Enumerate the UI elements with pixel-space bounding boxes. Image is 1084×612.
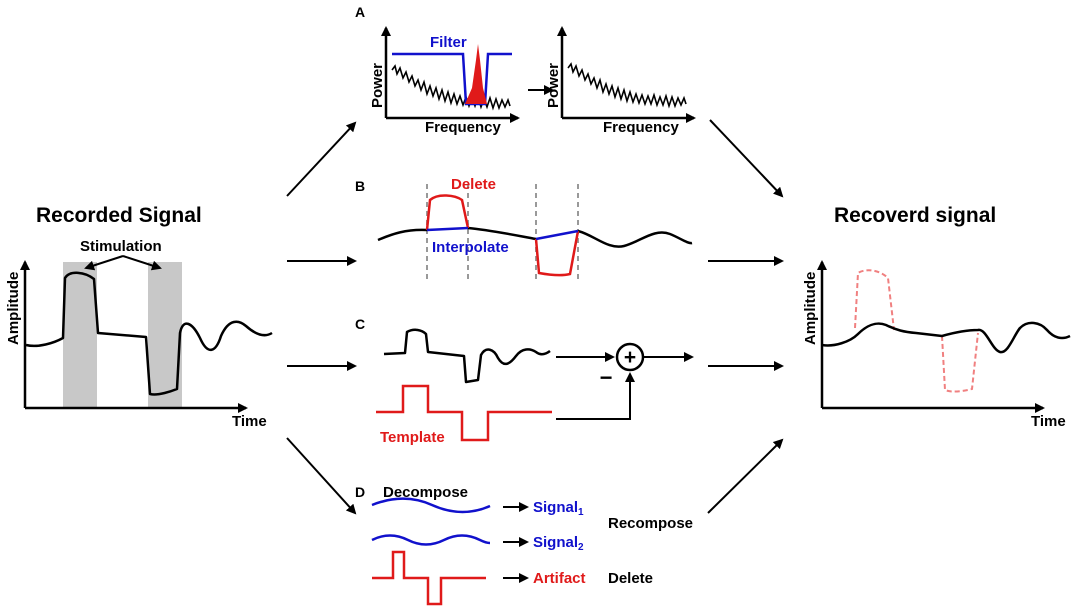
stimulation-arrow-2 xyxy=(122,255,162,271)
template-waveform xyxy=(376,384,552,442)
recovered-y-label: Amplitude xyxy=(802,272,819,345)
recorded-signal-trace xyxy=(25,271,273,396)
deleted-segment-2 xyxy=(534,230,580,277)
recorded-x-label: Time xyxy=(232,413,267,430)
noisy-spectrum xyxy=(391,64,511,111)
arrow-to-a xyxy=(286,121,357,197)
stimulation-window-1 xyxy=(63,262,97,407)
filtered-y-label: Power xyxy=(545,63,562,108)
stimulation-arrow-1 xyxy=(84,255,124,271)
plus-sign: + xyxy=(624,346,636,369)
template-to-sum-arrow xyxy=(556,372,635,420)
recorded-signal-title: Recorded Signal xyxy=(36,204,202,227)
arrows-from-recorded xyxy=(286,121,357,515)
panel-a-letter: A xyxy=(355,4,365,20)
recovered-signal-title: Recoverd signal xyxy=(834,204,996,227)
panel-b-letter: B xyxy=(355,178,365,194)
template-input-signal xyxy=(383,328,551,384)
recompose-label: Recompose xyxy=(608,515,693,532)
panel-a: A Power Frequency Filter Power Frequency xyxy=(355,4,696,136)
filtered-x-label: Frequency xyxy=(603,119,680,136)
deleted-segment-1 xyxy=(425,194,470,231)
arrows-to-recovered xyxy=(707,119,784,514)
component-1-wave xyxy=(371,497,491,514)
filtered-spectrum xyxy=(567,62,687,109)
panel-d-letter: D xyxy=(355,484,365,500)
delete-component-label: Delete xyxy=(608,570,653,587)
template-label: Template xyxy=(380,429,445,446)
panel-c: C Template + − xyxy=(355,316,694,446)
recorded-y-label: Amplitude xyxy=(5,272,22,345)
interpolated-segment-1 xyxy=(426,226,469,232)
artifact-peak xyxy=(465,44,487,104)
panel-d: D Decompose Signal1 Signal2 Artifact Rec… xyxy=(355,484,693,606)
interpolated-segment-2 xyxy=(535,229,579,241)
arrow-from-a xyxy=(709,119,784,198)
component-2-wave xyxy=(371,534,491,546)
delete-label: Delete xyxy=(451,176,496,193)
recovered-x-label: Time xyxy=(1031,413,1066,430)
recorded-signal-panel: Recorded Signal Stimulation Amplitude Ti… xyxy=(5,204,273,430)
arrow-from-d xyxy=(707,438,784,514)
filter-label: Filter xyxy=(430,34,467,51)
spectrum-x-label: Frequency xyxy=(425,119,502,136)
recovered-signal-trace xyxy=(821,321,1071,354)
panel-b: B Delete Interpolate xyxy=(355,176,693,280)
artifact-component-wave xyxy=(372,550,486,606)
signal1-label: Signal1 xyxy=(533,499,584,518)
arrow-to-d xyxy=(286,437,357,515)
removed-artifact-outline xyxy=(854,269,979,393)
signal2-label: Signal2 xyxy=(533,534,584,553)
decompose-label: Decompose xyxy=(383,484,468,501)
stimulation-label: Stimulation xyxy=(80,238,162,255)
spectrum-y-label: Power xyxy=(369,63,386,108)
interp-signal-trace xyxy=(377,226,693,248)
panel-c-letter: C xyxy=(355,316,365,332)
artifact-label: Artifact xyxy=(533,570,586,587)
recovered-signal-panel: Recoverd signal Amplitude Time xyxy=(802,204,1071,430)
interpolate-label: Interpolate xyxy=(432,239,509,256)
minus-sign: − xyxy=(600,365,613,390)
